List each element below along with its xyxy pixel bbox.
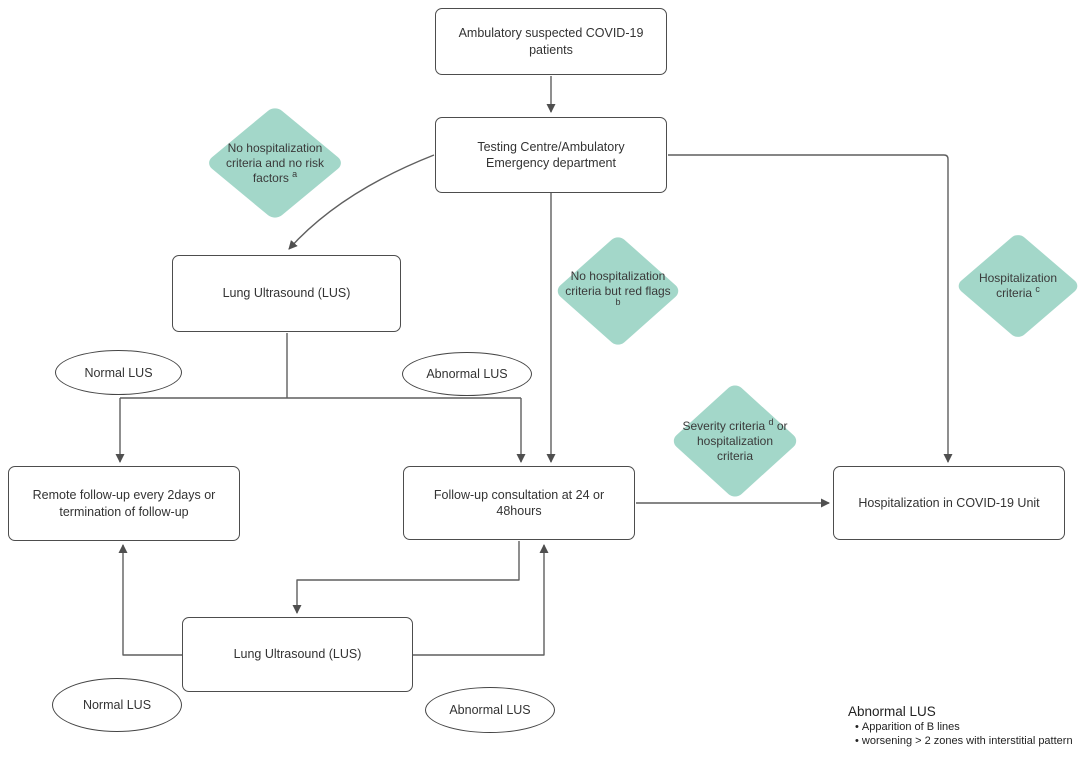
decision-label: Hospitalization criteria c [966,271,1070,301]
node-followup-consultation: Follow-up consultation at 24 or 48hours [403,466,635,540]
arrow-lus2-to-remote [118,544,182,656]
outcome-label: Abnormal LUS [449,703,531,717]
node-ambulatory-patients: Ambulatory suspected COVID-19 patients [435,8,667,75]
footnote-marker: d [768,416,774,427]
node-label: Hospitalization in COVID-19 Unit [858,495,1040,510]
decision-hospitalization-criteria: Hospitalization criteria c [955,232,1081,340]
node-label: Follow-up consultation at 24 or 48hours [433,487,605,518]
decision-text: Severity criteria [682,418,766,433]
legend-list: Apparition of B lines worsening > 2 zone… [848,721,1084,749]
arrow-followup-to-lus2 [292,541,520,614]
outcome-label: Normal LUS [82,698,152,712]
node-label: Lung Ultrasound (LUS) [222,286,351,301]
legend-item: Apparition of B lines [855,721,1084,735]
arrow-testing-to-hospitalization [668,154,953,463]
outcome-normal-lus-bottom: Normal LUS [52,678,182,732]
node-testing-centre: Testing Centre/Ambulatory Emergency depa… [435,117,667,193]
legend-title: Abnormal LUS [848,704,936,719]
footnote-marker: b [615,296,621,307]
decision-severity-criteria: Severity criteria d or hospitalization c… [670,382,800,500]
decision-text: No hospitalization criteria and no risk … [225,140,325,185]
outcome-abnormal-lus-bottom: Abnormal LUS [425,687,555,733]
arrow-testing-to-lus1 [288,154,435,250]
node-label: Ambulatory suspected COVID-19 patients [458,26,644,57]
node-remote-followup: Remote follow-up every 2days or terminat… [8,466,240,541]
node-hospitalization-unit: Hospitalization in COVID-19 Unit [833,466,1065,540]
decision-text: Hospitalization criteria [978,271,1058,300]
decision-no-hospitalization-no-risk: No hospitalization criteria and no risk … [205,105,345,221]
footnote-marker: a [292,168,298,179]
arrow-lus2-to-followup [413,544,549,656]
decision-label: No hospitalization criteria and no risk … [212,141,338,186]
outcome-normal-lus-top: Normal LUS [55,350,182,395]
node-label: Lung Ultrasound (LUS) [233,647,362,662]
decision-text: No hospitalization criteria but red flag… [565,268,671,298]
decision-text-after: or hospitalization criteria [696,418,788,463]
outcome-label: Abnormal LUS [426,367,508,381]
legend-item: worsening > 2 zones with interstitial pa… [855,735,1084,749]
node-lung-ultrasound-1: Lung Ultrasound (LUS) [172,255,401,332]
decision-label: No hospitalization criteria but red flag… [565,269,671,314]
decision-label: Severity criteria d or hospitalization c… [682,416,788,464]
outcome-label: Normal LUS [84,365,153,380]
abnormal-lus-legend: Abnormal LUS Apparition of B lines worse… [848,704,1084,749]
footnote-marker: c [1035,284,1040,294]
decision-no-hospitalization-red-flags: No hospitalization criteria but red flag… [554,234,682,348]
node-lung-ultrasound-2: Lung Ultrasound (LUS) [182,617,413,692]
node-label: Testing Centre/Ambulatory Emergency depa… [477,139,625,170]
outcome-abnormal-lus-top: Abnormal LUS [402,352,532,396]
node-label: Remote follow-up every 2days or terminat… [32,488,216,519]
